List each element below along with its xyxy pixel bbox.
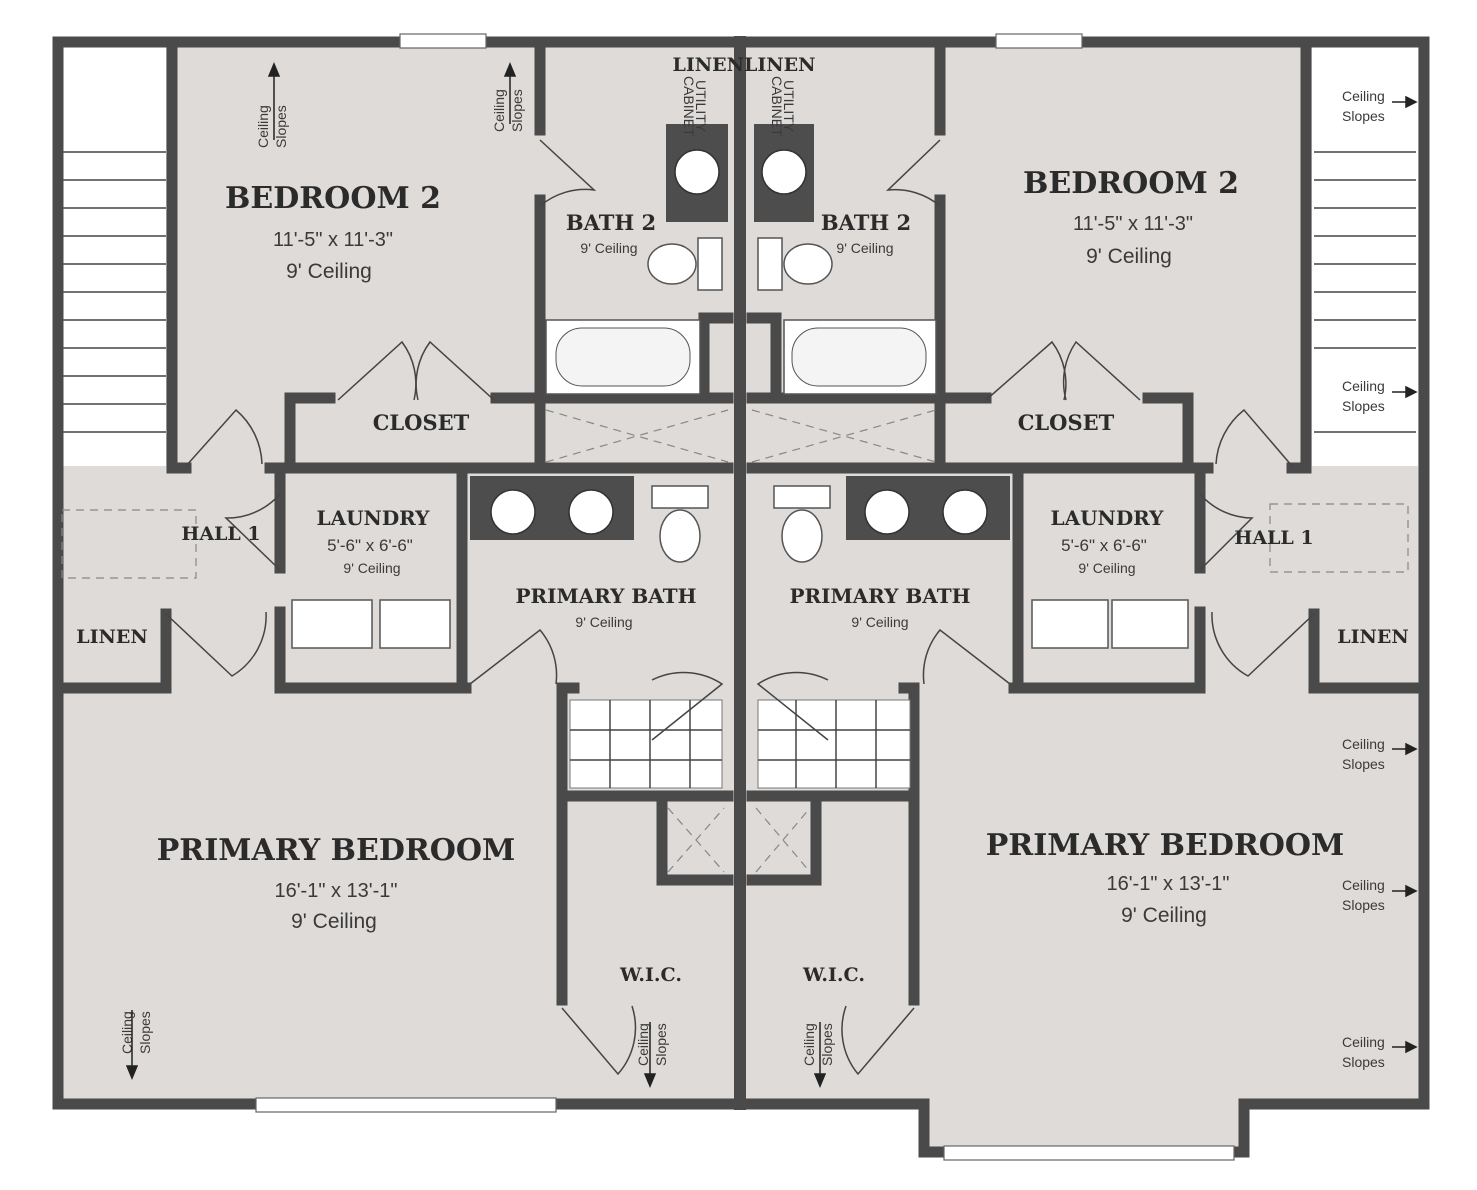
slope-note-8-line2: Slopes [1342, 756, 1385, 772]
laundry-left-name: LAUNDRY [317, 506, 431, 530]
cabinet-labels: CABINET UTILITY CABINET UTILITY [681, 76, 797, 137]
bath2-left-ceiling: 9' Ceiling [580, 240, 637, 256]
primary-bath-right-name: PRIMARY BATH [789, 584, 970, 608]
slope-note-5-line2: Slopes [819, 1023, 835, 1066]
slope-note-9-line1: Ceiling [1342, 877, 1385, 893]
bedroom2-left-dims: 11'-5" x 11'-3" [273, 229, 393, 251]
slope-note-1-line2: Slopes [273, 105, 289, 148]
primary-bedroom-right-name: PRIMARY BEDROOM [986, 828, 1345, 863]
linen-left-name: LINEN [76, 626, 147, 648]
bath2-left-name: BATH 2 [566, 210, 656, 235]
bath2-right-name: BATH 2 [821, 210, 911, 235]
laundry-right-dims: 5'-6" x 6'-6" [1061, 536, 1147, 555]
bedroom2-left-name: BEDROOM 2 [225, 181, 441, 216]
ceiling-slope-notes-vertical: Ceiling Slopes Ceiling Slopes Ceiling Sl… [119, 89, 835, 1066]
slope-note-4-line2: Slopes [653, 1023, 669, 1066]
interior-walls-left [52, 40, 734, 1006]
slope-note-3-line1: Ceiling [119, 1011, 135, 1054]
slope-arrows [125, 62, 1418, 1088]
utility-label-left: UTILITY [693, 80, 709, 133]
slope-note-6-line2: Slopes [1342, 108, 1385, 124]
slope-note-6-line1: Ceiling [1342, 88, 1385, 104]
interior-walls-right [746, 40, 1430, 1006]
slope-note-2-line2: Slopes [509, 89, 525, 132]
room-labels: BEDROOM 2 11'-5" x 11'-3" 9' Ceiling BED… [76, 54, 1408, 986]
cabinet-label-right: CABINET [769, 76, 785, 137]
slope-note-2-line1: Ceiling [491, 89, 507, 132]
hall-right-name: HALL 1 [1234, 527, 1313, 549]
slope-note-1-line1: Ceiling [255, 105, 271, 148]
slope-note-3-line2: Slopes [137, 1011, 153, 1054]
primary-bath-right-ceiling: 9' Ceiling [851, 614, 908, 630]
linen-top-name: LINENLINEN [673, 54, 816, 76]
slope-note-7-line2: Slopes [1342, 398, 1385, 414]
laundry-right-name: LAUNDRY [1051, 506, 1165, 530]
attic-access [61, 409, 1409, 873]
laundry-right-ceiling: 9' Ceiling [1078, 560, 1135, 576]
bedroom2-right-ceiling: 9' Ceiling [1086, 245, 1172, 268]
bathtubs [545, 319, 937, 395]
primary-bedroom-left-dims: 16'-1" x 13'-1" [274, 880, 397, 902]
ceiling-slope-notes-horizontal: Ceiling Slopes Ceiling Slopes Ceiling Sl… [1342, 88, 1385, 1070]
windows [255, 33, 1235, 1161]
laundry-machines [291, 599, 1189, 649]
slope-note-7-line1: Ceiling [1342, 378, 1385, 394]
cabinet-label-left: CABINET [681, 76, 697, 137]
primary-bedroom-right-ceiling: 9' Ceiling [1121, 904, 1207, 927]
primary-bath-left-ceiling: 9' Ceiling [575, 614, 632, 630]
hall-left-name: HALL 1 [181, 523, 260, 545]
stairs-left [62, 151, 166, 433]
linen-right-name: LINEN [1337, 626, 1408, 648]
slope-note-10-line2: Slopes [1342, 1054, 1385, 1070]
primary-bedroom-left-ceiling: 9' Ceiling [291, 910, 377, 933]
stairs-right [1314, 151, 1416, 433]
slope-note-10-line1: Ceiling [1342, 1034, 1385, 1050]
primary-bath-left-name: PRIMARY BATH [515, 584, 696, 608]
toilets [647, 237, 833, 563]
bedroom2-right-dims: 11'-5" x 11'-3" [1073, 213, 1193, 235]
doors [165, 139, 1315, 1076]
bedroom2-right-name: BEDROOM 2 [1023, 166, 1239, 201]
slope-note-8-line1: Ceiling [1342, 736, 1385, 752]
primary-bedroom-left-name: PRIMARY BEDROOM [157, 833, 516, 868]
showers [569, 699, 911, 789]
utility-label-right: UTILITY [781, 80, 797, 133]
wic-right-name: W.I.C. [802, 964, 865, 986]
bedroom2-left-ceiling: 9' Ceiling [286, 260, 372, 283]
slope-note-5-line1: Ceiling [801, 1023, 817, 1066]
laundry-left-dims: 5'-6" x 6'-6" [327, 536, 413, 555]
closet-left-name: CLOSET [373, 410, 470, 435]
closet-right-name: CLOSET [1018, 410, 1115, 435]
vanities [470, 124, 1010, 540]
slope-note-4-line1: Ceiling [635, 1023, 651, 1066]
primary-bedroom-right-dims: 16'-1" x 13'-1" [1106, 873, 1229, 895]
laundry-left-ceiling: 9' Ceiling [343, 560, 400, 576]
bath2-right-ceiling: 9' Ceiling [836, 240, 893, 256]
wic-left-name: W.I.C. [619, 964, 682, 986]
slope-note-9-line2: Slopes [1342, 897, 1385, 913]
